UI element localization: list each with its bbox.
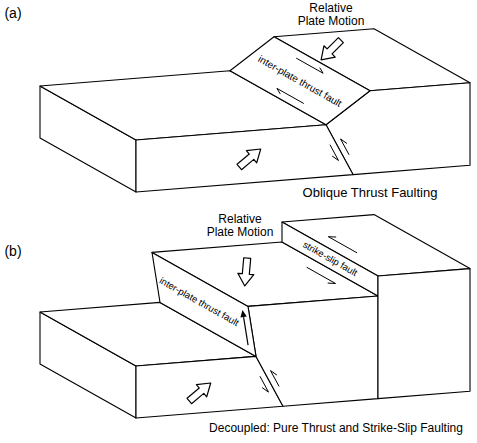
slip-half-arrow bbox=[260, 376, 269, 392]
panel-caption: Oblique Thrust Faulting bbox=[303, 186, 438, 200]
slip-half-arrow bbox=[296, 58, 323, 73]
strike-slip-fault-plane bbox=[282, 222, 378, 296]
motion-label: Relative Plate Motion bbox=[204, 213, 276, 239]
panel-letter: (b) bbox=[4, 244, 21, 259]
motion-arrow bbox=[237, 257, 255, 286]
slip-arrow-head bbox=[240, 310, 246, 317]
slip-half-arrow bbox=[328, 237, 357, 253]
slip-half-arrow bbox=[340, 139, 349, 155]
slip-half-arrow bbox=[330, 145, 339, 161]
slip-arrow bbox=[244, 317, 248, 345]
block-front-face bbox=[378, 269, 470, 399]
thrust-fault-plane bbox=[230, 37, 370, 125]
motion-label: Relative Plate Motion bbox=[295, 2, 367, 28]
thrust-fault-plane bbox=[152, 252, 256, 356]
block-front-face bbox=[248, 296, 378, 406]
slip-half-arrow bbox=[270, 371, 279, 387]
slip-half-arrow bbox=[277, 88, 304, 103]
motion-arrow bbox=[315, 34, 346, 65]
panel-letter: (a) bbox=[4, 6, 21, 21]
block-front-face bbox=[136, 125, 353, 192]
motion-arrow bbox=[234, 143, 266, 173]
panel-caption: Decoupled: Pure Thrust and Strike-Slip F… bbox=[209, 422, 463, 435]
slip-half-arrow bbox=[307, 267, 336, 283]
motion-arrow bbox=[184, 377, 216, 407]
